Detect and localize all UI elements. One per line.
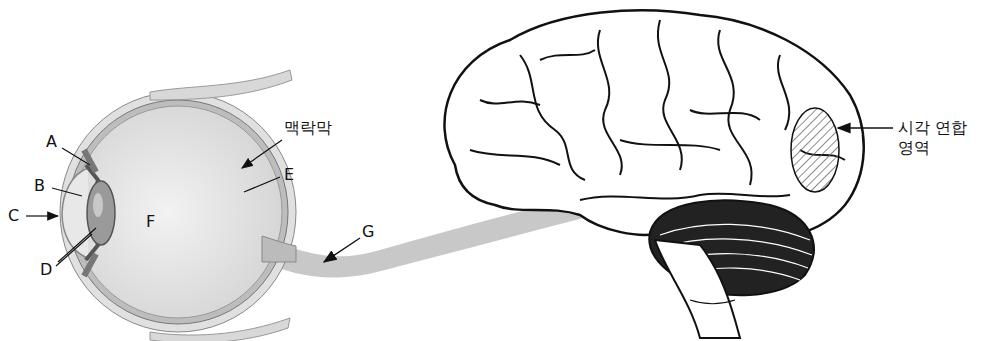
part-label: G	[362, 222, 374, 242]
part-label: D	[40, 260, 52, 280]
part-label: C	[8, 206, 19, 226]
part-label: A	[46, 132, 57, 152]
part-label: B	[34, 176, 45, 196]
part-label: 맥락막	[284, 118, 332, 138]
part-label: E	[284, 165, 294, 185]
part-label: 시각 연합 영역	[898, 118, 982, 158]
part-label: F	[146, 212, 155, 232]
